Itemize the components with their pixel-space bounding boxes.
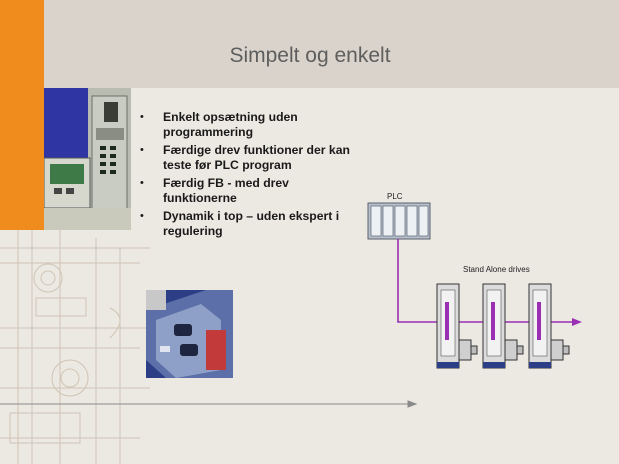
bullet-item: Dynamik i top – uden ekspert i regulerin… (140, 209, 350, 239)
servo-drive-icon (436, 283, 460, 369)
drives-label: Stand Alone drives (463, 265, 530, 274)
accent-bar (0, 0, 44, 230)
arrow-right-icon (572, 318, 582, 326)
bullet-item: Færdig FB - med drev funktionerne (140, 176, 350, 206)
motor-icon (550, 339, 570, 361)
bullet-list: Enkelt opsætning uden programmering Færd… (140, 110, 350, 242)
drive-connection (397, 239, 574, 323)
servo-drive-icon (482, 283, 506, 369)
blueprint-background (0, 230, 418, 464)
title-band (0, 0, 619, 88)
drive-photo (146, 290, 233, 378)
motor-icon (504, 339, 524, 361)
controller-photo (44, 88, 131, 230)
bullet-item: Færdige drev funktioner der kan teste fø… (140, 143, 350, 173)
servo-drive-icon (528, 283, 552, 369)
bullet-item: Enkelt opsætning uden programmering (140, 110, 350, 140)
plc-label: PLC (387, 192, 403, 201)
motor-icon (458, 339, 478, 361)
slide-title: Simpelt og enkelt (229, 44, 391, 67)
plc-icon (367, 202, 431, 240)
